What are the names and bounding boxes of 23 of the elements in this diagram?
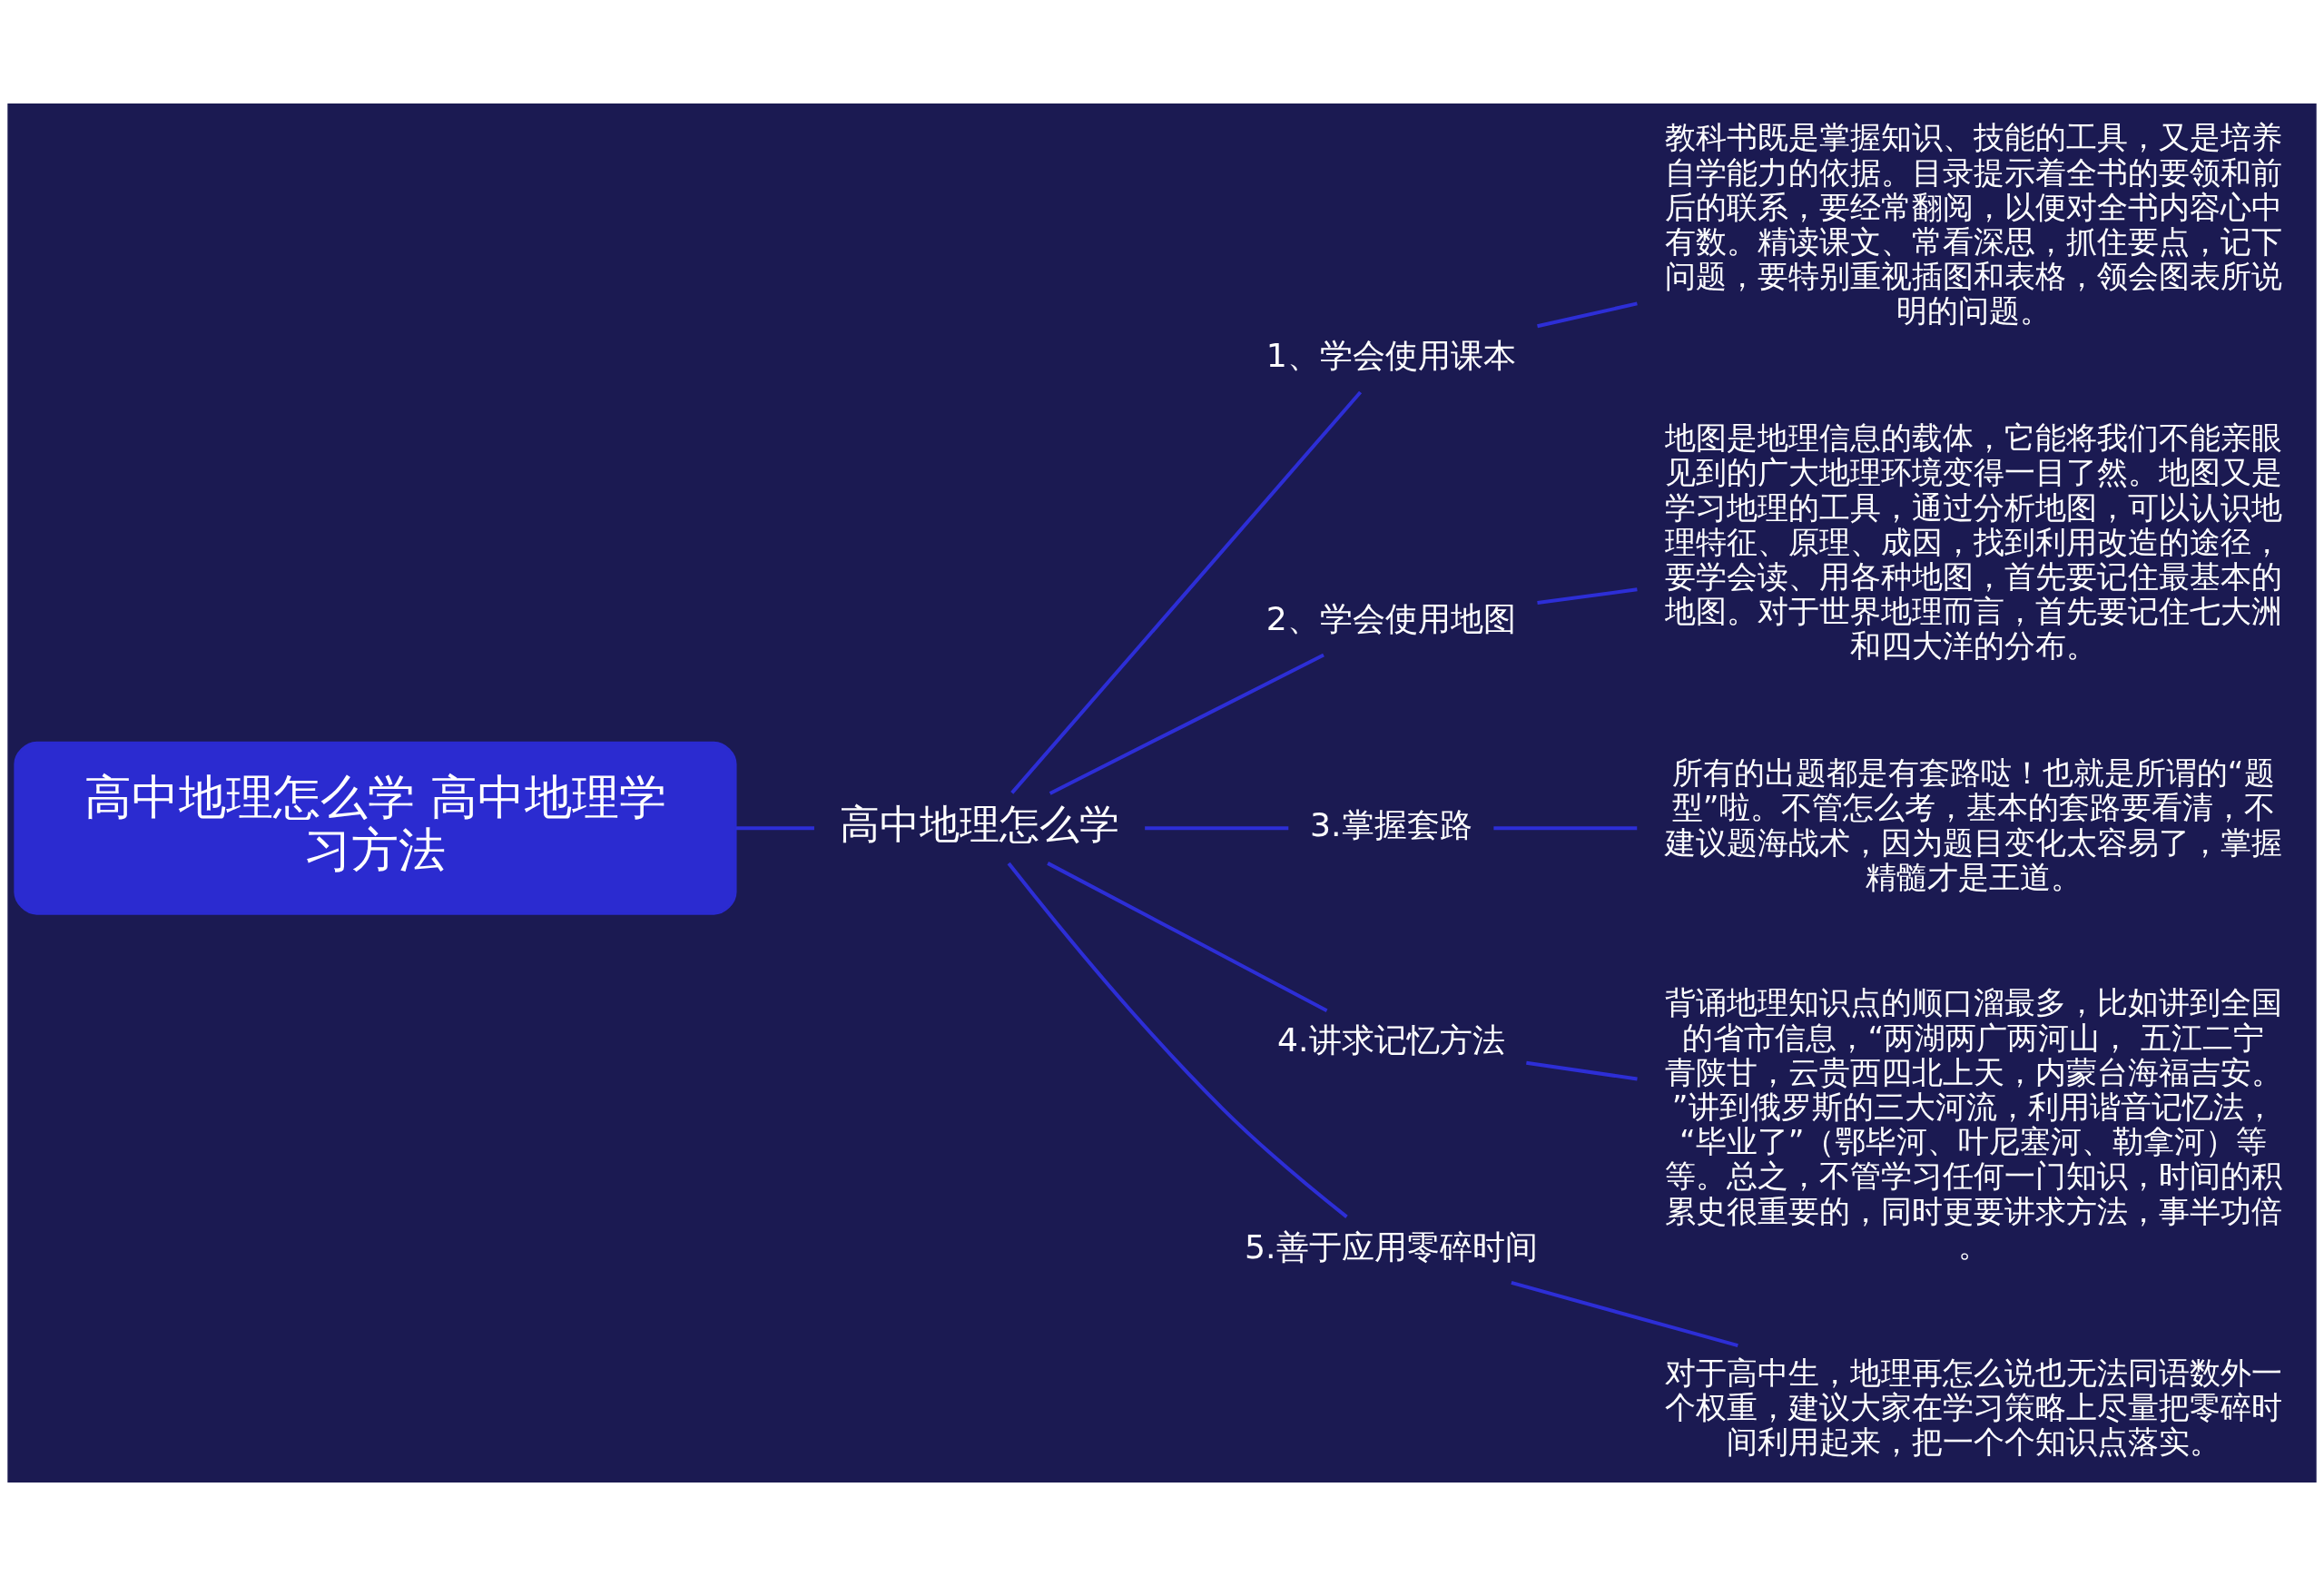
node-text: 5.善于应用零碎时间 [1245,1226,1538,1266]
connector [1049,653,1324,795]
connector [1010,390,1363,794]
connector [1145,826,1289,831]
connector [1537,587,1638,605]
node-text: 对于高中生，地理再怎么说也无法同语数外一个权重，建议大家在学习策略上尽量把零碎时间利用起来，把一个个知识点落实。 [1664,1354,2282,1461]
connector [1493,826,1638,831]
node-text: 1、学会使用课本 [1265,336,1516,376]
node-text: 背诵地理知识点的顺口溜最多，比如讲到全国的省市信息，“两湖两广两河山， 五江二宁青陕甘，云贵西四北上天，内蒙台海福吉安。”讲到俄罗斯的三大河流，利用谐音记忆法，“毕业了”（鄂毕河、叶尼塞河、勒拿河）等等。总之，不管学习任何一门知识，时间的积累史很重要的，同时更要讲求方法，事半功倍。 [1664,984,2282,1264]
node-text: 4.讲求记忆方法 [1277,1020,1505,1060]
connector [1007,862,1348,1218]
connector [1047,862,1328,1012]
connector [1526,1060,1638,1081]
connector [1537,301,1638,329]
node-text: 教科书既是掌握知识、技能的工具，又是培养自学能力的依据。目录提示着全书的要领和前后的联系，要经常翻阅，以便对全书内容心中有数。精读课文、常看深思，抓住要点，记下问题，要特别重视插图和表格，领会图表所说明的问题。 [1664,119,2282,330]
node-box: 高中地理怎么学 高中地理学习方法 [14,741,737,915]
node-text: 3.掌握套路 [1310,805,1472,845]
connector [1511,1280,1738,1348]
connector [735,826,814,831]
node-text: 高中地理怎么学 [839,801,1119,848]
node-text: 地图是地理信息的载体，它能将我们不能亲眼见到的广大地理环境变得一目了然。地图又是学习地理的工具，通过分析地图，可以认识地理特征、原理、成因，找到利用改造的途径，要学会读、用各种地图，首先要记住最基本的地图。对于世界地理而言，首先要记住七大洲和四大洋的分布。 [1664,419,2282,665]
node-text: 2、学会使用地图 [1265,598,1516,638]
node-text: 所有的出题都是有套路哒！也就是所谓的“题型”啦。不管怎么考，基本的套路要看清，不建议题海战术，因为题目变化太容易了，掌握精髓才是王道。 [1664,754,2282,895]
